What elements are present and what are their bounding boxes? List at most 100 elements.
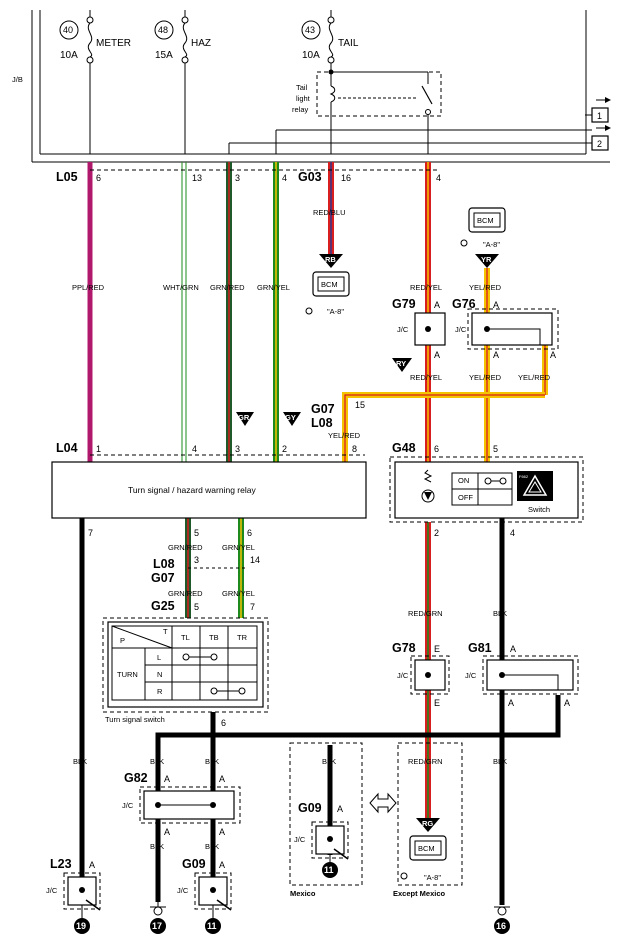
ts-row-n: N bbox=[157, 670, 162, 679]
pin-l08-14: 14 bbox=[250, 555, 260, 565]
variant-mexico-label: Mexico bbox=[290, 889, 316, 898]
pin-relay-7: 7 bbox=[88, 528, 93, 538]
terminal-19-label: 19 bbox=[76, 921, 86, 931]
connector-row-top: L05 6 13 3 4 G03 16 4 bbox=[56, 169, 441, 184]
bcm-mid-ref: "A-8" bbox=[327, 307, 344, 316]
fuse-tail-name: TAIL bbox=[338, 38, 359, 49]
output-2-label: 2 bbox=[597, 139, 602, 149]
connector-g07-l08-top: G07 L08 15 bbox=[311, 400, 365, 430]
badges: RB YR RY GR GY RG bbox=[236, 254, 499, 832]
connector-row-l04: L04 1 4 3 2 8 bbox=[56, 441, 365, 456]
label-grn-red-2: GRN/RED bbox=[168, 543, 203, 552]
ts-row-group: TURN bbox=[117, 670, 138, 679]
variant-except-mexico: Except Mexico bbox=[393, 742, 463, 898]
jc-g82: G82 A A J/C A A bbox=[122, 771, 241, 837]
connector-g76: G76 bbox=[452, 297, 476, 311]
tail-relay-label-3: relay bbox=[292, 105, 309, 114]
variant-except-mexico-label: Except Mexico bbox=[393, 889, 446, 898]
ts-row-header: P bbox=[120, 636, 125, 645]
tail-relay-label-2: light bbox=[296, 94, 311, 103]
badge-gr-text: GR bbox=[238, 413, 250, 422]
terminal-11-left: 11 bbox=[205, 918, 221, 934]
hazard-switch[interactable]: G48 6 5 ON OFF F662 Switch 2 4 bbox=[389, 441, 584, 538]
badge-gr: GR bbox=[236, 412, 254, 426]
pin-relay-5: 5 bbox=[194, 528, 199, 538]
jc-g76-label: J/C bbox=[455, 325, 467, 334]
pin-g76-a-b1: A bbox=[493, 350, 499, 360]
badge-rg: RG bbox=[416, 818, 440, 832]
pin-g82-a-tr: A bbox=[219, 774, 225, 784]
jc-g82-label: J/C bbox=[122, 801, 134, 810]
pin-l08-3: 3 bbox=[194, 555, 199, 565]
pin-g48-5: 5 bbox=[493, 444, 498, 454]
pin-g78-e-bottom: E bbox=[434, 698, 440, 708]
pin-g81-a-top: A bbox=[510, 644, 516, 654]
fuse-meter-name: METER bbox=[96, 38, 131, 49]
label-red-grn-1: RED/GRN bbox=[408, 609, 443, 618]
pin-l05-3: 3 bbox=[235, 173, 240, 183]
pin-ts-6: 6 bbox=[221, 718, 226, 728]
pin-l05-6: 6 bbox=[96, 173, 101, 183]
jc-g81: G81 A J/C A A bbox=[465, 641, 579, 708]
hazard-tag: F662 bbox=[519, 474, 529, 479]
connector-g09-left: G09 bbox=[182, 857, 206, 871]
connector-g78: G78 bbox=[392, 641, 416, 655]
jc-l23: L23 A J/C bbox=[46, 857, 101, 918]
fuse-tail: 43 10A TAIL bbox=[301, 10, 359, 75]
jc-g76: G76 A J/C A A bbox=[452, 297, 559, 360]
pin-l04-4: 4 bbox=[192, 444, 197, 454]
bcm-bottom-label: BCM bbox=[418, 844, 435, 853]
fuse-haz: 48 15A HAZ bbox=[154, 10, 211, 64]
jc-l23-label: J/C bbox=[46, 886, 58, 895]
turn-hazard-relay: Turn signal / hazard warning relay 7 5 6 bbox=[51, 461, 367, 538]
pin-g81-a-b2: A bbox=[564, 698, 570, 708]
pin-g48-6: 6 bbox=[434, 444, 439, 454]
pin-l04-1: 1 bbox=[96, 444, 101, 454]
label-yel-red-1: YEL/RED bbox=[469, 283, 502, 292]
tail-light-relay: Tail light relay bbox=[292, 71, 442, 154]
label-red-yel-2: RED/YEL bbox=[410, 373, 442, 382]
terminal-17: 17 bbox=[150, 918, 166, 934]
ts-col-tr: TR bbox=[237, 633, 248, 642]
turn-signal-switch[interactable]: G25 5 7 T P TL TB TR TURN L N R Turn sig… bbox=[102, 599, 269, 728]
jc-g79: G79 A J/C A bbox=[392, 297, 446, 360]
connector-g81: G81 bbox=[468, 641, 492, 655]
fuse-meter-number: 40 bbox=[63, 25, 73, 35]
pin-g48-4: 4 bbox=[510, 528, 515, 538]
pin-g82-a-tl: A bbox=[164, 774, 170, 784]
bcm-bottom: BCM "A-8" bbox=[400, 835, 447, 882]
terminal-16: 16 bbox=[494, 918, 510, 934]
fuse-meter: 40 10A METER bbox=[59, 10, 131, 64]
ts-caption: Turn signal switch bbox=[105, 715, 165, 724]
terminal-17-label: 17 bbox=[152, 921, 162, 931]
ts-col-tb: TB bbox=[209, 633, 219, 642]
jc-g78: G78 E J/C E bbox=[392, 641, 450, 708]
pin-g09-mex-a: A bbox=[337, 804, 343, 814]
label-blk-left: BLK bbox=[73, 757, 87, 766]
terminal-11-mex-label: 11 bbox=[324, 865, 334, 875]
connector-g79: G79 bbox=[392, 297, 416, 311]
label-ppl-red: PPL/RED bbox=[72, 283, 105, 292]
connector-g03: G03 bbox=[298, 170, 322, 184]
ground-16 bbox=[494, 906, 510, 916]
pin-g78-e-top: E bbox=[434, 644, 440, 654]
jc-g09-mex-label: J/C bbox=[294, 835, 306, 844]
bcm-bottom-ref: "A-8" bbox=[424, 873, 441, 882]
pin-g48-2: 2 bbox=[434, 528, 439, 538]
badge-ry: RY bbox=[392, 358, 412, 372]
connector-l05: L05 bbox=[56, 170, 78, 184]
fuse-haz-number: 48 bbox=[158, 25, 168, 35]
label-blk-right-1: BLK bbox=[493, 609, 507, 618]
jc-g81-label: J/C bbox=[465, 671, 477, 680]
pin-g03-4: 4 bbox=[436, 173, 441, 183]
label-grn-red: GRN/RED bbox=[210, 283, 245, 292]
wire-yel-red-right bbox=[342, 268, 548, 462]
ground-17 bbox=[150, 902, 166, 916]
pin-g09-left-a: A bbox=[219, 860, 225, 870]
variant-mexico: G09 A J/C Mexico bbox=[289, 742, 363, 898]
bcm-mid: BCM "A-8" bbox=[305, 271, 350, 316]
badge-rg-text: RG bbox=[422, 819, 433, 828]
label-yel-red-4: YEL/RED bbox=[328, 431, 361, 440]
terminal-11-left-label: 11 bbox=[207, 921, 217, 931]
